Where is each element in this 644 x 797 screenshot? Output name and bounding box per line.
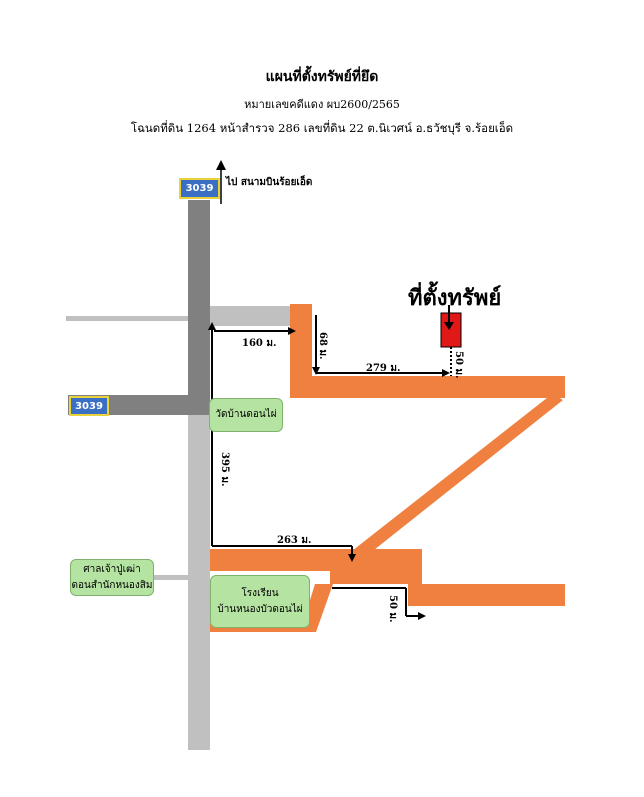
side-road-shrine xyxy=(150,575,190,580)
main-road-south xyxy=(188,410,210,750)
distance-50m-lower: 50 ม. xyxy=(387,595,398,623)
shrine-label-line2: ดอนสำนักหนองสิม xyxy=(71,579,153,591)
access-road-diagonal xyxy=(343,394,563,565)
access-roads xyxy=(210,304,565,632)
route-3039-north-badge: 3039 xyxy=(179,178,220,199)
distance-395m: 395 ม. xyxy=(219,452,230,487)
property-marker xyxy=(440,312,462,348)
school-landmark: โรงเรียน บ้านหนองบัวดอนไผ่ xyxy=(210,575,310,628)
distance-263m: 263 ม. xyxy=(277,535,312,546)
temple-landmark: วัดบ้านดอนไผ่ xyxy=(209,398,283,432)
route-3039-west-badge: 3039 xyxy=(69,396,109,416)
side-road-north-branch xyxy=(210,306,292,326)
north-arrow-icon xyxy=(216,160,226,170)
destination-label: ไป สนามบินร้อยเอ็ด xyxy=(226,177,313,188)
distance-68m: 68 ม. xyxy=(317,332,328,360)
distance-50m-upper: 50 ม. xyxy=(453,351,464,379)
case-number: หมายเลขคดีแดง ผบ2600/2565 xyxy=(244,98,400,111)
side-road-west xyxy=(66,316,190,321)
school-label-line1: โรงเรียน xyxy=(241,587,279,599)
map-title: แผนที่ตั้งทรัพย์ที่ยึด xyxy=(265,69,379,85)
access-road-upper xyxy=(290,304,565,398)
access-road-middle xyxy=(330,563,422,587)
main-road-north xyxy=(188,200,210,412)
distance-160m: 160 ม. xyxy=(242,338,277,349)
school-label-line2: บ้านหนองบัวดอนไผ่ xyxy=(217,603,303,615)
temple-label: วัดบ้านดอนไผ่ xyxy=(215,409,277,420)
deed-info: โฉนดที่ดิน 1264 หน้าสำรวจ 286 เลขที่ดิน … xyxy=(130,121,514,135)
distance-279m: 279 ม. xyxy=(366,363,401,374)
access-road-east xyxy=(408,584,565,606)
shrine-landmark: ศาลเจ้าปู่เฒ่า ดอนสำนักหนองสิม xyxy=(70,559,154,596)
shrine-label-line1: ศาลเจ้าปู่เฒ่า xyxy=(83,563,141,575)
access-road-school-south xyxy=(210,624,310,632)
property-label: ที่ตั้งทรัพย์ xyxy=(408,286,502,311)
